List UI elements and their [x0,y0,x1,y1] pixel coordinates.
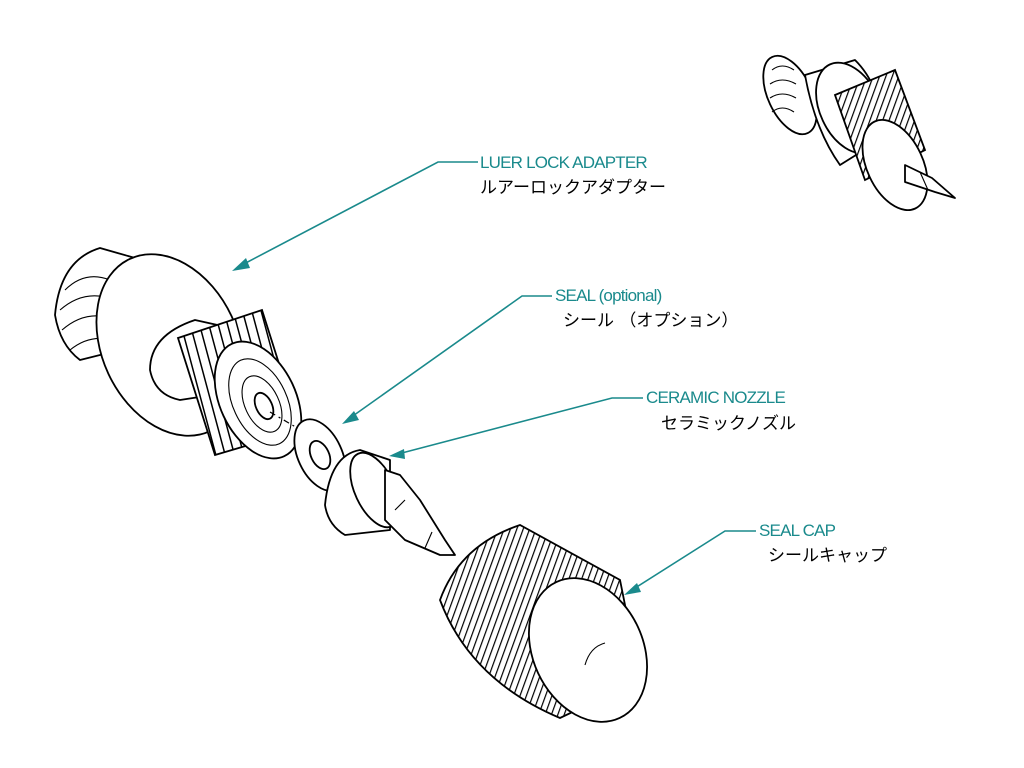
seal-cap-part [439,524,648,723]
arrowhead-seal-cap [624,583,641,595]
leader-ceramic-nozzle [397,397,643,455]
label-seal-cap-en: SEAL CAP [759,521,836,540]
assembled-nozzle-view [762,54,956,211]
leader-seal [349,295,552,419]
leader-seal-cap [631,530,756,591]
leader-lines [232,161,756,595]
label-ceramic-nozzle-en: CERAMIC NOZZLE [646,388,785,407]
arrowhead-seal [342,411,359,424]
ceramic-nozzle-part [324,449,456,556]
label-luer-lock-adapter-jp: ルアーロックアダプター [480,178,666,198]
arrowhead-ceramic-nozzle [389,449,405,459]
label-ceramic-nozzle-jp: セラミックノズル [661,414,796,434]
label-seal-en: SEAL (optional) [555,286,662,305]
leader-luer-lock-adapter [239,161,478,267]
luer-lock-adapter-part [54,247,303,460]
label-seal-cap-jp: シールキャップ [768,546,887,566]
label-luer-lock-adapter-en: LUER LOCK ADAPTER [480,153,647,172]
arrowhead-luer-lock-adapter [232,258,250,271]
label-seal-jp: シール （オプション） [563,311,738,331]
